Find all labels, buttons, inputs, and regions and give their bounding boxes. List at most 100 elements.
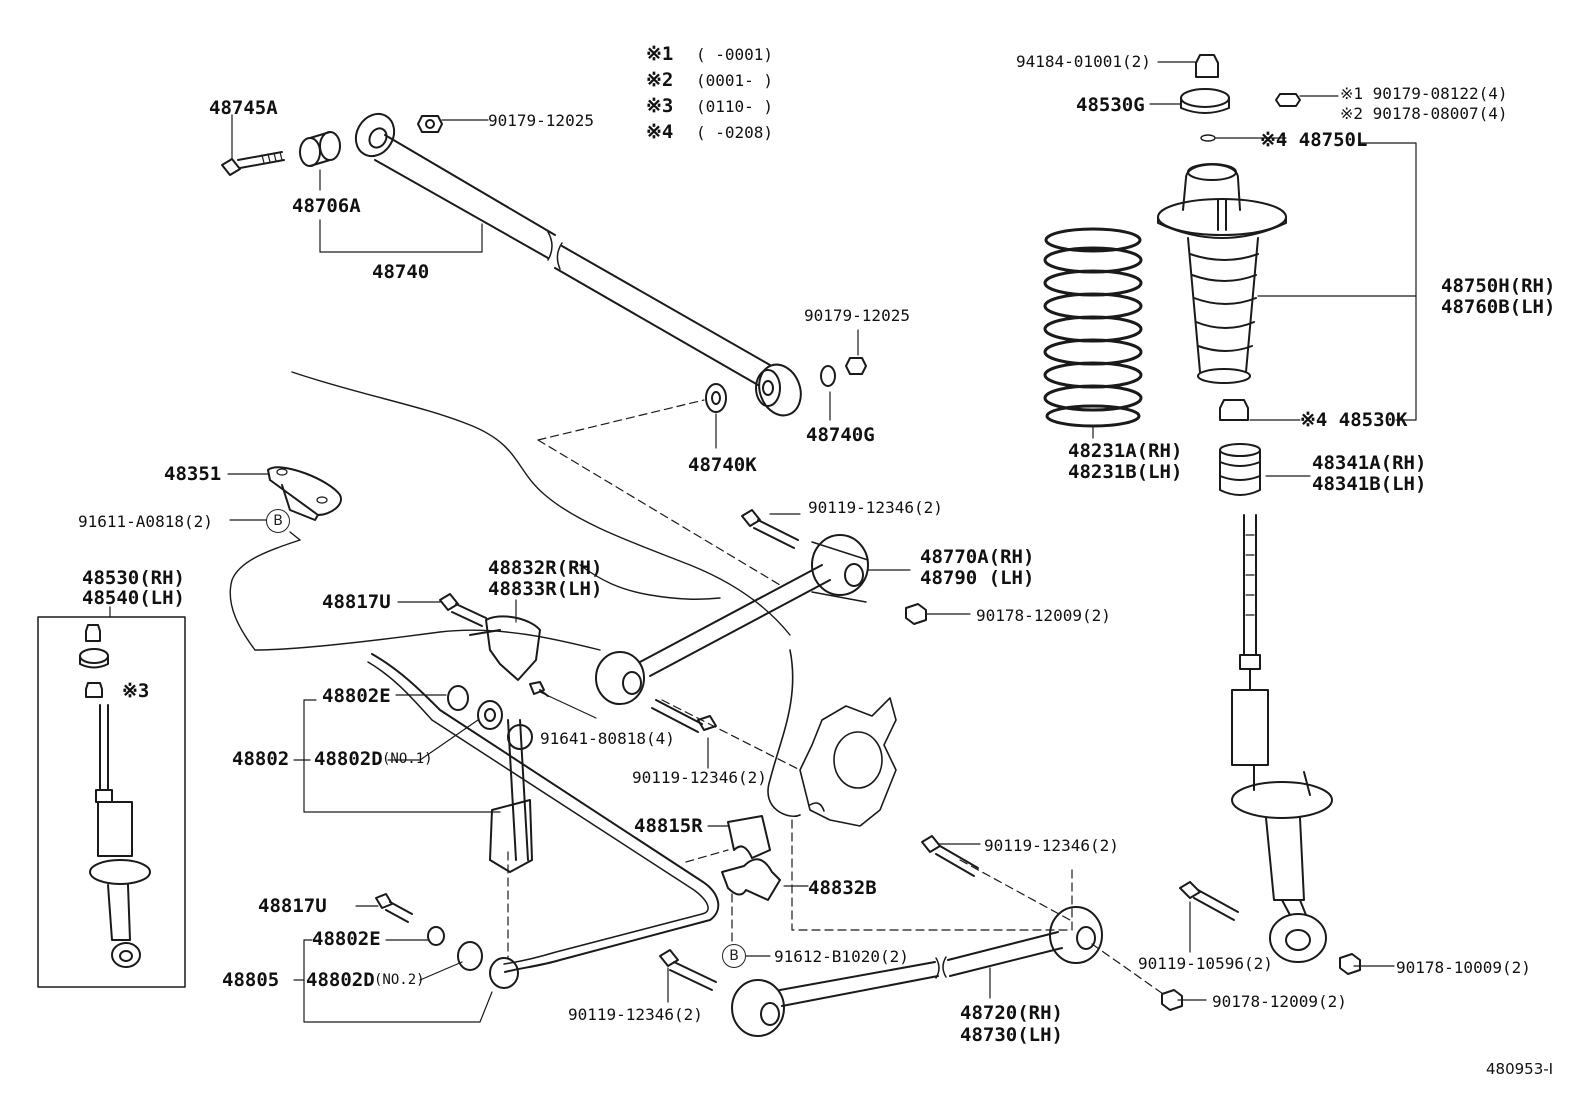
nut-90179-12025-mid xyxy=(845,357,867,375)
label-no2: (NO.2) xyxy=(374,972,425,988)
label-48341A: 48341A(RH) xyxy=(1312,452,1427,474)
bushing-48706A xyxy=(299,131,341,167)
bushing-48802D-no1 xyxy=(477,700,503,730)
label-48832B: 48832B xyxy=(808,877,877,899)
label-94184-01001: 94184-01001(2) xyxy=(1016,52,1151,71)
assembly-dashed-lines xyxy=(507,399,1167,997)
label-48802: 48802 xyxy=(232,748,290,770)
legend-mark-4: ※4 xyxy=(646,121,674,143)
stabilizer-link-48817U xyxy=(439,593,541,873)
bushing-48815R xyxy=(727,815,771,859)
label-48750L: ※4 48750L xyxy=(1260,129,1368,151)
label-48805: 48805 xyxy=(222,969,280,991)
label-48750H: 48750H(RH) xyxy=(1441,275,1556,297)
legend-range-3: (0110- ) xyxy=(696,97,774,116)
shock-absorber-right xyxy=(1231,514,1333,963)
washer-48740G xyxy=(820,365,836,387)
label-90178-08007: ※2 90178-08007(4) xyxy=(1340,104,1508,123)
bolt-90119-12346-lower-left xyxy=(659,949,717,991)
label-90179-12025-mid: 90179-12025 xyxy=(804,306,910,325)
label-90179-12025-top: 90179-12025 xyxy=(488,111,594,130)
label-90119-12346-lower: 90119-12346(2) xyxy=(568,1005,703,1024)
bushing-48802D-no2 xyxy=(457,941,519,989)
callout-b-lower: B xyxy=(722,944,746,968)
label-48341B: 48341B(LH) xyxy=(1312,473,1427,495)
label-48231B: 48231B(LH) xyxy=(1068,461,1183,483)
label-48740G: 48740G xyxy=(806,424,875,446)
label-note-3: ※3 xyxy=(122,680,150,702)
leader-lines xyxy=(109,61,1417,1023)
diagram-id: 480953-I xyxy=(1486,1060,1554,1078)
bolt-48745A xyxy=(221,151,285,176)
label-48815R: 48815R xyxy=(634,815,703,837)
label-48730: 48730(LH) xyxy=(960,1024,1063,1046)
dust-boot-48750H xyxy=(1187,237,1259,384)
bolt-90119-12346-lower-right xyxy=(921,835,979,877)
label-90119-12346-mid: 90119-12346(2) xyxy=(632,768,767,787)
upper-arm-48740 xyxy=(354,112,802,417)
bushing-48802E-no2 xyxy=(427,926,445,946)
stabilizer-bar-48805 xyxy=(367,653,720,973)
label-48802E-no2: 48802E xyxy=(312,928,381,950)
legend-mark-1: ※1 xyxy=(646,43,674,65)
bolt-90119-12346-mid xyxy=(651,699,717,733)
bump-stopper-48341A xyxy=(1219,443,1261,496)
label-91641-80818: 91641-80818(4) xyxy=(540,729,675,748)
shock-box-48530 xyxy=(37,616,186,988)
coil-spring-48231 xyxy=(1043,227,1143,428)
label-90119-12346-right: 90119-12346(2) xyxy=(984,836,1119,855)
callout-b-upper: B xyxy=(266,509,290,533)
label-48530: 48530(RH) xyxy=(82,567,185,589)
label-48720: 48720(RH) xyxy=(960,1002,1063,1024)
label-48740: 48740 xyxy=(372,261,430,283)
label-48530G: 48530G xyxy=(1076,94,1145,116)
washer-48740K xyxy=(705,383,727,413)
label-48802D-no1: 48802D xyxy=(314,748,383,770)
bolt-90119-12346-upper xyxy=(741,509,799,549)
label-48231A: 48231A(RH) xyxy=(1068,440,1183,462)
label-48540: 48540(LH) xyxy=(82,587,185,609)
label-90119-12346-upper: 90119-12346(2) xyxy=(808,498,943,517)
label-no1: (NO.1) xyxy=(382,751,433,767)
label-48760B: 48760B(LH) xyxy=(1441,296,1556,318)
nut-90178-10009 xyxy=(1339,953,1361,975)
legend-mark-3: ※3 xyxy=(646,95,674,117)
bolt-90119-10596 xyxy=(1179,881,1239,921)
label-48770A: 48770A(RH) xyxy=(920,546,1035,568)
label-91612-B1020: 91612-B1020(2) xyxy=(774,947,909,966)
label-48817U-upper: 48817U xyxy=(322,591,391,613)
bump-stop-48530K xyxy=(1219,399,1249,421)
label-90119-10596: 90119-10596(2) xyxy=(1138,954,1273,973)
bushing-48802E-no1 xyxy=(447,685,469,711)
label-48530K: ※4 48530K xyxy=(1300,409,1408,431)
legend-range-1: ( -0001) xyxy=(696,45,774,64)
label-48802E-no1: 48802E xyxy=(322,685,391,707)
label-48790: 48790 (LH) xyxy=(920,567,1035,589)
label-48802D-no2: 48802D xyxy=(306,969,375,991)
axle-carrier xyxy=(767,649,897,827)
legend-range-2: (0001- ) xyxy=(696,71,774,90)
label-90178-12009-lower: 90178-12009(2) xyxy=(1212,992,1347,1011)
label-90179-08122: ※1 90179-08122(4) xyxy=(1340,84,1508,103)
shock-absorber-left xyxy=(79,624,151,968)
label-48351: 48351 xyxy=(164,463,222,485)
label-48740K: 48740K xyxy=(688,454,757,476)
nut-90178-12009-lower xyxy=(1161,989,1183,1011)
body-outline xyxy=(229,371,791,651)
label-91611-A0818: 91611-A0818(2) xyxy=(78,512,213,531)
label-48817U-lower: 48817U xyxy=(258,895,327,917)
label-48833R: 48833R(LH) xyxy=(488,578,603,600)
upper-mount-48750L xyxy=(1157,54,1301,239)
label-48745A: 48745A xyxy=(209,97,278,119)
label-48706A: 48706A xyxy=(292,195,361,217)
nut-90179-12025-top xyxy=(417,115,443,133)
bracket-48832B xyxy=(721,858,781,901)
bolt-48817U-lower xyxy=(375,893,413,923)
bracket-48351 xyxy=(267,466,342,521)
nut-90178-12009-upper xyxy=(905,603,927,625)
legend-mark-2: ※2 xyxy=(646,69,674,91)
lateral-link-48770A xyxy=(595,534,869,705)
label-90178-10009: 90178-10009(2) xyxy=(1396,958,1531,977)
